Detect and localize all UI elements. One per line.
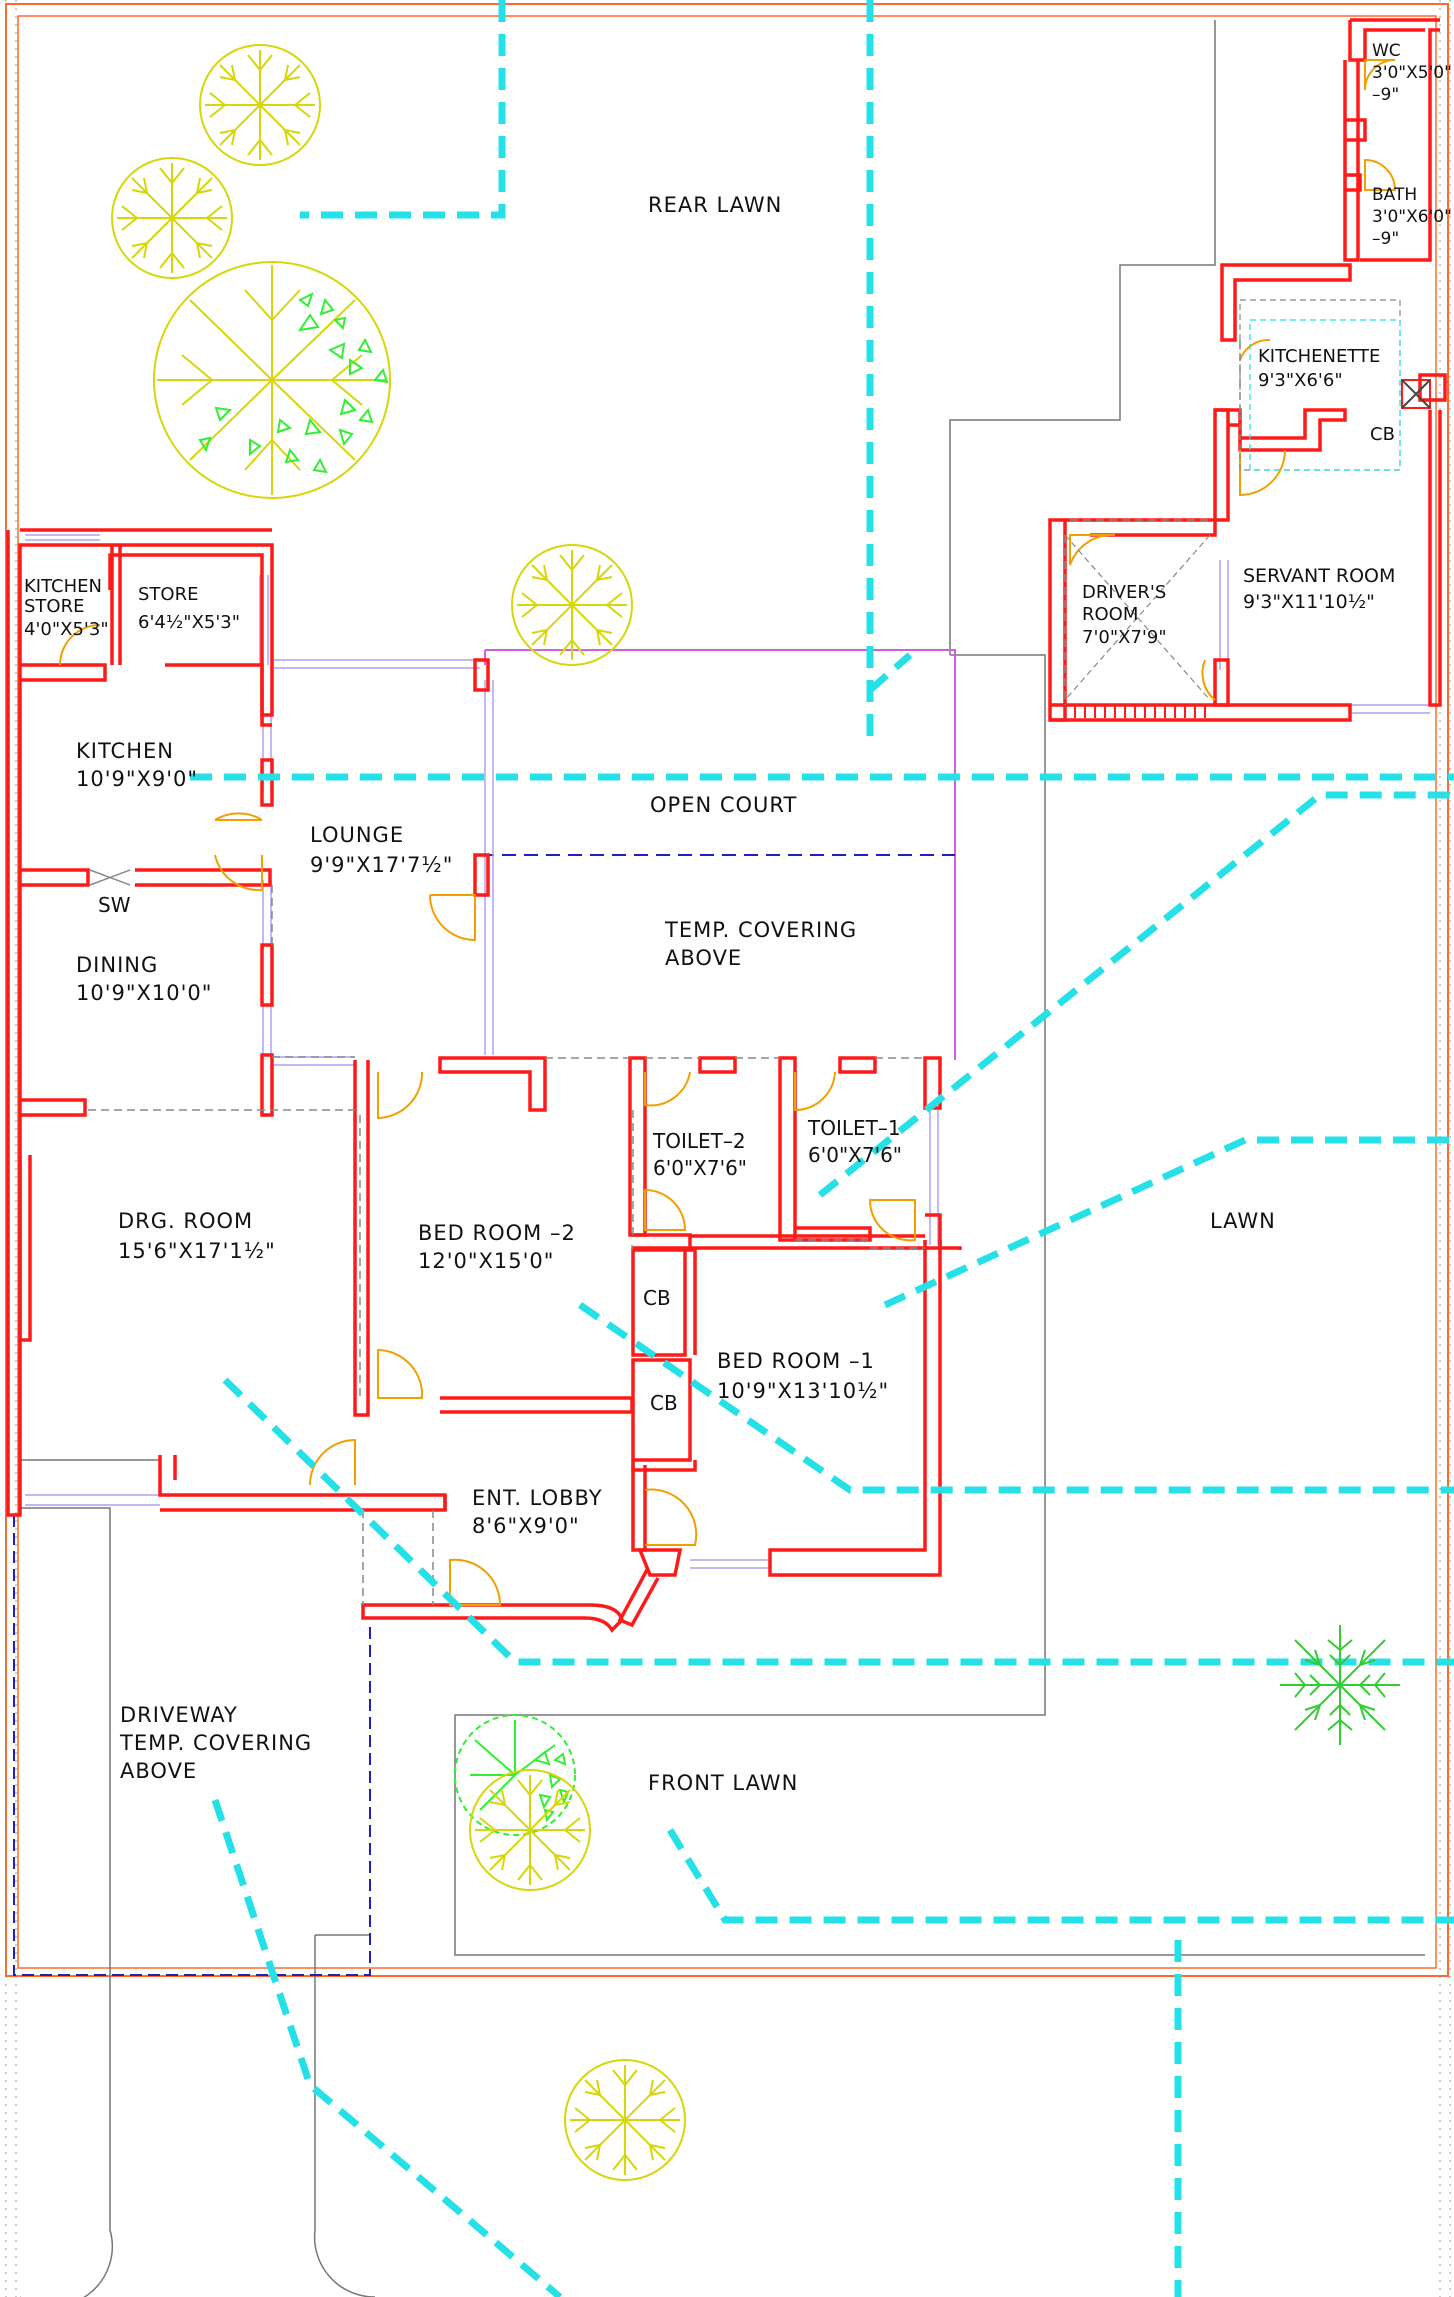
tree-2-icon (111, 157, 233, 279)
wc-name: WC (1372, 41, 1401, 61)
driveway-line3: ABOVE (120, 1759, 197, 1783)
door-swings (59, 59, 1397, 1606)
bath-name: BATH (1372, 185, 1417, 205)
toilet-1-name: TOILET–1 (807, 1116, 901, 1140)
sw-symbol (89, 869, 131, 886)
bed-room-1-name: BED ROOM –1 (717, 1349, 875, 1373)
kitchen-store-name2: STORE (24, 596, 84, 617)
cb-servant-label: CB (1370, 424, 1395, 445)
open-court-outline (484, 649, 956, 1060)
driveway-line2: TEMP. COVERING (119, 1731, 312, 1755)
kitchen-name: KITCHEN (76, 739, 174, 763)
toilet-2-name: TOILET–2 (652, 1129, 746, 1153)
wc-dim: 3'0"X5'0" (1372, 63, 1452, 83)
driveway-line1: DRIVEWAY (120, 1703, 238, 1727)
walls (6, 18, 1447, 1633)
drg-room-name: DRG. ROOM (118, 1209, 253, 1233)
lounge-name: LOUNGE (310, 823, 404, 847)
open-court-label: OPEN COURT (650, 793, 797, 817)
windows (25, 534, 1430, 1569)
rear-lawn-label: REAR LAWN (648, 193, 782, 217)
drivers-room-dim: 7'0"X7'9" (1082, 627, 1167, 648)
lawn-label: LAWN (1210, 1209, 1276, 1233)
wc-level: –9" (1372, 85, 1399, 105)
drivers-room-x (1064, 299, 1401, 701)
site-paths (190, 0, 1454, 2297)
bath-dim: 3'0"X6'0" (1372, 207, 1452, 227)
drivers-room-grille (1064, 705, 1206, 718)
servant-room-dim: 9'3"X11'10½" (1243, 591, 1375, 613)
front-lawn-label: FRONT LAWN (648, 1771, 798, 1795)
cb-2-label: CB (650, 1391, 678, 1415)
dining-dim: 10'9"X10'0" (76, 981, 212, 1005)
tree-1-icon (199, 44, 321, 166)
ent-lobby-name: ENT. LOBBY (472, 1486, 603, 1510)
palm-tree-icon (1279, 1624, 1401, 1746)
tree-3-icon (511, 544, 633, 666)
kitchen-store-dim: 4'0"X5'3" (24, 619, 109, 640)
kitchen-dim: 10'9"X9'0" (76, 767, 198, 791)
drg-room-dim: 15'6"X17'1½" (118, 1239, 276, 1263)
lawn-outlines (20, 20, 1425, 2297)
toilet-2-dim: 6'0"X7'6" (653, 1156, 747, 1180)
kitchenette-box (1401, 379, 1431, 409)
store-name: STORE (138, 584, 198, 605)
bath-level: –9" (1372, 229, 1399, 249)
tree-large-icon (153, 261, 391, 499)
servant-room-name: SERVANT ROOM (1243, 565, 1395, 587)
tree-bottom-icon (564, 2059, 686, 2181)
dining-name: DINING (76, 953, 158, 977)
lounge-dim: 9'9"X17'7½" (310, 853, 453, 877)
ent-lobby-dim: 8'6"X9'0" (472, 1514, 580, 1538)
bed-room-2-dim: 12'0"X15'0" (418, 1249, 554, 1273)
driveway-outline (13, 1515, 371, 1976)
kitchenette-dim: 9'3"X6'6" (1258, 370, 1343, 391)
store-dim: 6'4½"X5'3" (138, 612, 240, 633)
temp-covering-line2: ABOVE (665, 946, 742, 970)
kitchenette-name: KITCHENETTE (1258, 346, 1380, 367)
temp-covering-line1: TEMP. COVERING (664, 918, 857, 942)
kitchen-store-name1: KITCHEN (24, 576, 102, 597)
toilet-1-dim: 6'0"X7'6" (808, 1143, 902, 1167)
drivers-room-name1: DRIVER'S (1082, 582, 1166, 603)
bed-room-1-dim: 10'9"X13'10½" (717, 1379, 889, 1403)
site-boundary (5, 0, 1451, 2297)
tree-front-green-icon (454, 1714, 591, 1891)
cb-1-label: CB (643, 1286, 671, 1310)
sw-label: SW (98, 893, 131, 917)
drivers-room-name2: ROOM (1082, 604, 1138, 625)
bed-room-2-name: BED ROOM –2 (418, 1221, 576, 1245)
